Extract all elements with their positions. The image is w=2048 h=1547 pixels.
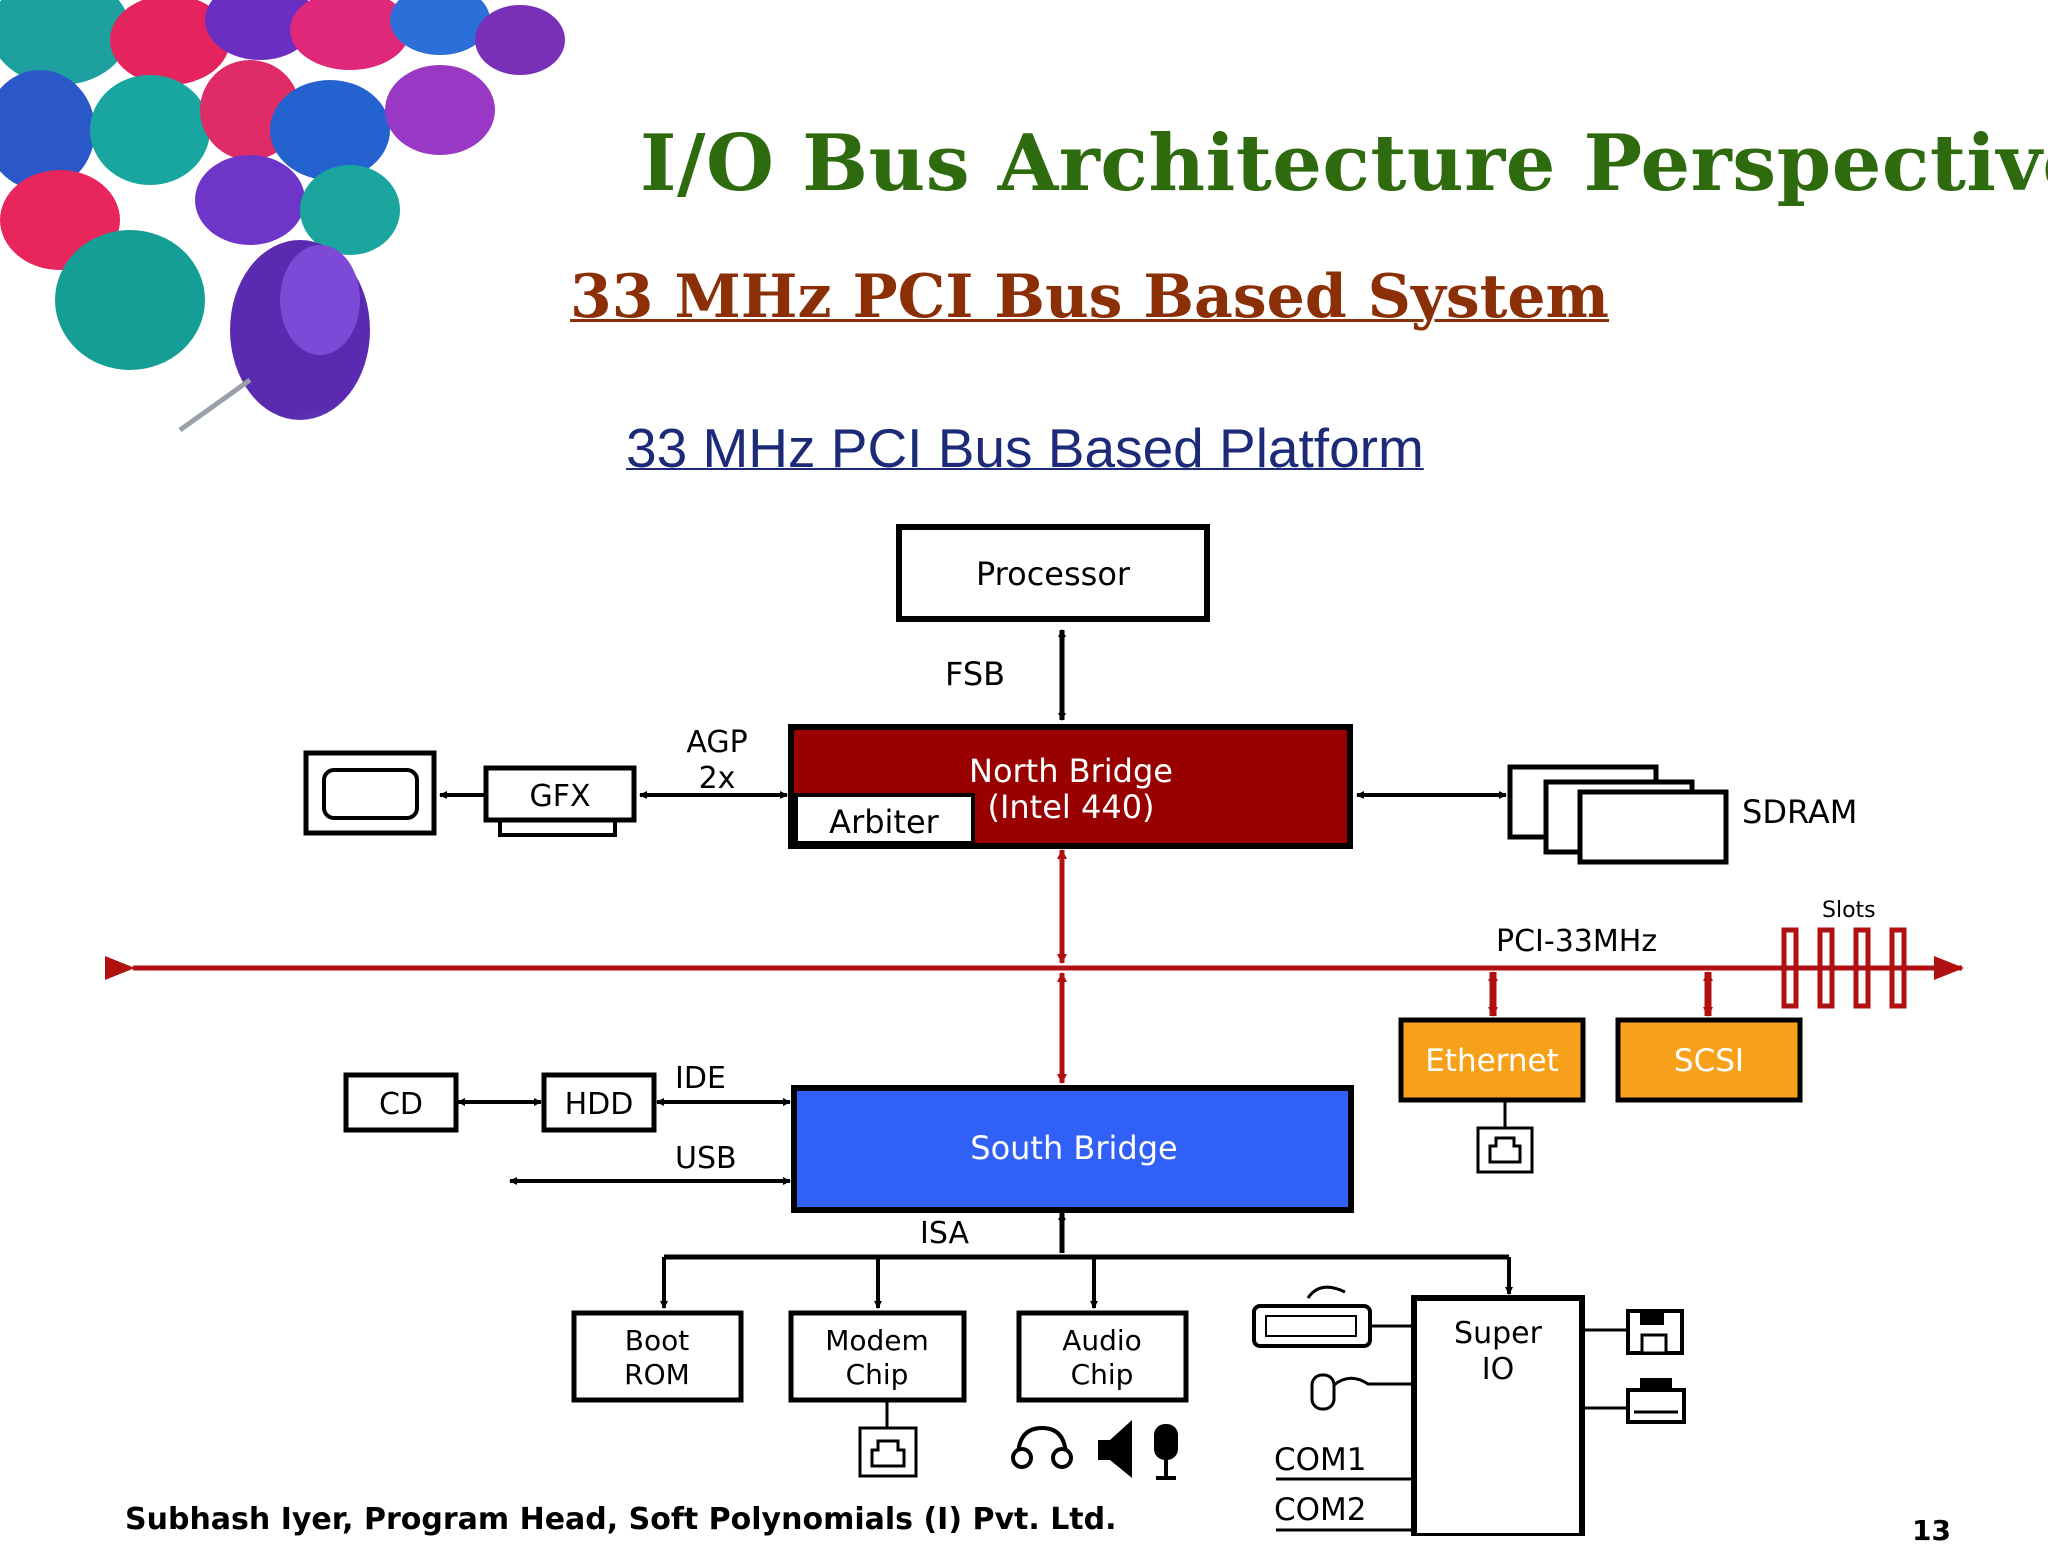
cd-drive: CD	[343, 1072, 459, 1133]
fsb-label: FSB	[945, 655, 1005, 693]
super-io-label-2: IO	[1482, 1352, 1514, 1387]
hdd-label: HDD	[565, 1087, 634, 1122]
com1-label: COM1	[1274, 1442, 1367, 1478]
phone-port-icon	[858, 1400, 918, 1478]
modem-label: Modem	[825, 1324, 929, 1357]
ethernet-label: Ethernet	[1425, 1043, 1559, 1079]
gfx-card: GFX	[483, 765, 637, 837]
boot-rom: Boot ROM	[571, 1310, 744, 1403]
audio-chip: Audio Chip	[1016, 1310, 1189, 1403]
ethernet-port-icon	[1476, 1100, 1534, 1174]
floppy-icon	[1582, 1309, 1684, 1355]
boot-rom-label: Boot	[625, 1324, 689, 1357]
sdram-modules	[1507, 764, 1729, 865]
push-pins-image	[0, 0, 720, 500]
north-bridge-label: North Bridge	[969, 752, 1173, 790]
super-io-label: Super	[1454, 1316, 1543, 1351]
north-bridge-model: (Intel 440)	[987, 788, 1154, 826]
diagram-title: 33 MHz PCI Bus Based Platform	[626, 417, 1424, 479]
page-number: 13	[1912, 1514, 1951, 1547]
south-bridge-label: South Bridge	[970, 1129, 1177, 1167]
keyboard-icon	[1252, 1285, 1414, 1348]
slide-subtitle: 33 MHz PCI Bus Based System	[570, 262, 1610, 332]
processor-label: Processor	[976, 555, 1131, 593]
scsi-controller: SCSI	[1615, 1017, 1803, 1103]
printer-icon	[1582, 1378, 1686, 1424]
boot-rom-label-2: ROM	[624, 1358, 690, 1391]
mouse-icon	[1310, 1373, 1414, 1411]
speaker-icon	[1098, 1420, 1132, 1478]
ide-label: IDE	[675, 1061, 726, 1096]
south-bridge: South Bridge	[791, 1085, 1354, 1213]
pci-bus-label: PCI-33MHz	[1496, 924, 1657, 959]
headphones-icon	[1011, 1425, 1073, 1469]
audio-label-2: Chip	[1071, 1358, 1134, 1391]
microphone-icon	[1154, 1424, 1178, 1480]
arbiter-label: Arbiter	[829, 803, 939, 841]
north-bridge: North Bridge (Intel 440) Arbiter	[788, 724, 1353, 849]
com2-label: COM2	[1274, 1492, 1367, 1528]
sdram-label: SDRAM	[1742, 793, 1857, 831]
isa-label: ISA	[920, 1216, 969, 1251]
modem-chip: Modem Chip	[788, 1310, 967, 1403]
pci-slots-icon	[1781, 927, 1907, 1009]
scsi-label: SCSI	[1674, 1043, 1744, 1079]
hdd-drive: HDD	[541, 1072, 657, 1133]
ethernet-controller: Ethernet	[1398, 1017, 1586, 1103]
slots-label: Slots	[1822, 898, 1876, 923]
footer-author: Subhash Iyer, Program Head, Soft Polynom…	[125, 1502, 1117, 1537]
agp-speed-label: 2x	[699, 761, 736, 796]
agp-label: AGP	[686, 725, 747, 760]
super-io: Super IO	[1411, 1295, 1585, 1536]
slide-title: I/O Bus Architecture Perspective	[640, 118, 2048, 209]
processor-box: Processor	[896, 524, 1210, 622]
usb-label: USB	[675, 1141, 737, 1176]
monitor-icon	[303, 750, 437, 836]
modem-label-2: Chip	[846, 1358, 909, 1391]
audio-label: Audio	[1062, 1324, 1142, 1357]
gfx-label: GFX	[529, 779, 590, 814]
cd-label: CD	[379, 1087, 423, 1122]
